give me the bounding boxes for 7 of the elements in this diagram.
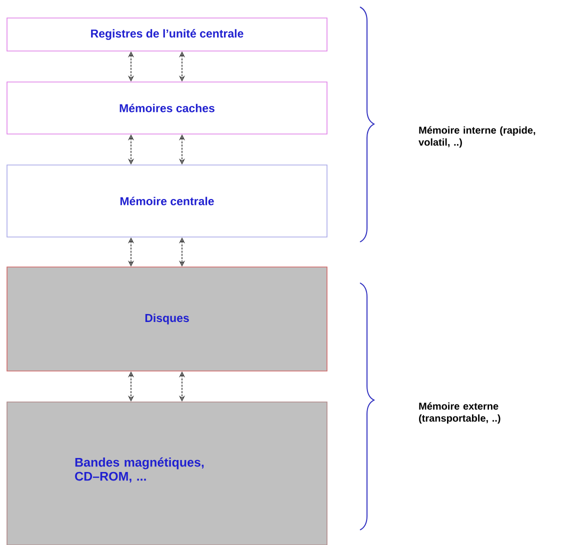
brace-label: Mémoire externe (transportable, ..)	[419, 402, 500, 424]
memory-box: Mémoire centrale	[6, 164, 328, 238]
memory-box: Registres de l’unité centrale	[6, 18, 328, 52]
memory-box: Disques	[6, 266, 328, 372]
memory-box: Bandes magnétiques, CD–ROM, ...	[6, 402, 328, 545]
memory-box: Mémoires caches	[6, 82, 328, 134]
brace-label: Mémoire interne (rapide, volatil, ..)	[418, 126, 536, 148]
